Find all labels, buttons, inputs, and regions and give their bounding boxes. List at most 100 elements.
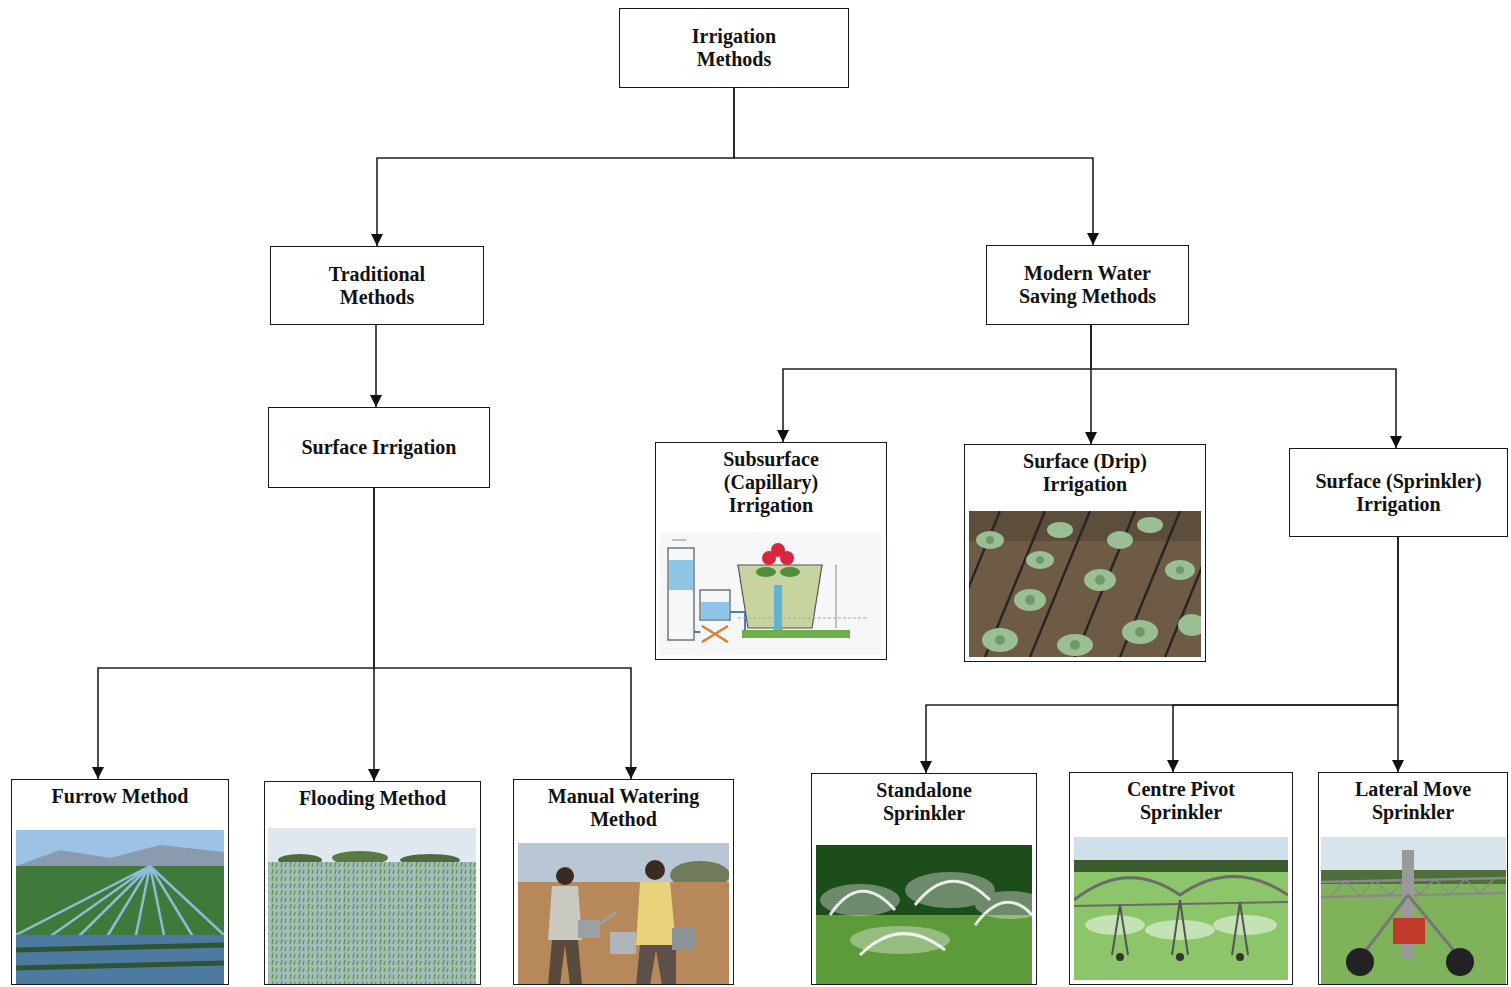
- drip-field-photo-part-part: [1084, 569, 1116, 591]
- drip-field-photo-part-part: [1137, 517, 1163, 533]
- furrow-field-photo-part: [16, 830, 224, 870]
- drip-field-photo-part-part: [1057, 634, 1093, 656]
- capillary-schematic-part: [668, 548, 694, 640]
- capillary-schematic-part: [701, 602, 729, 619]
- lateral-move-photo: [1321, 837, 1506, 985]
- node-label: Centre Pivot Sprinkler: [1101, 778, 1261, 824]
- manual-watering-photo-part: [672, 928, 696, 950]
- drip-field-photo-part: [969, 511, 1201, 657]
- manual-watering-photo-part: [548, 940, 582, 985]
- drip-field-photo-part-part: [1122, 620, 1158, 644]
- manual-watering-photo-part: [610, 932, 636, 954]
- drip-field-photo-part: [986, 536, 1184, 650]
- lateral-move-photo-part: [1446, 948, 1474, 976]
- hierarchy-arrow: [734, 88, 1093, 245]
- method-card: Furrow Method: [11, 779, 229, 985]
- drip-field-photo-part-part: [1014, 589, 1046, 611]
- node-label: Standalone Sprinkler: [844, 779, 1004, 825]
- capillary-schematic-part: [762, 551, 776, 565]
- node-label: Surface (Drip) Irrigation: [1000, 450, 1170, 496]
- manual-watering-photo-part: [600, 912, 616, 924]
- furrow-field-photo-part: [16, 866, 224, 940]
- drip-field-photo-part-part: [1070, 640, 1080, 650]
- centre-pivot-photo-part: [1176, 953, 1184, 961]
- capillary-schematic: [660, 533, 882, 655]
- category-box: Traditional Methods: [270, 246, 484, 325]
- drip-field-photo-part-part: [1165, 560, 1195, 580]
- flooding-field-photo: [268, 828, 476, 985]
- capillary-schematic-part: [672, 540, 686, 541]
- drip-field-photo-part-part: [1047, 522, 1073, 538]
- drip-field-photo-part-part: [1036, 556, 1044, 564]
- centre-pivot-photo-part: [1116, 953, 1124, 961]
- furrow-field-photo-part: [16, 945, 224, 968]
- node-label: Modern Water Saving Methods: [1008, 262, 1168, 308]
- drip-field-photo-part: [976, 517, 1201, 656]
- centre-pivot-photo-part: [1074, 877, 1288, 901]
- node-label: Manual Watering Method: [534, 785, 714, 831]
- node-label: Irrigation Methods: [669, 25, 799, 71]
- centre-pivot-photo-part-part: [1145, 920, 1215, 940]
- lateral-move-photo-part: [1360, 895, 1460, 958]
- lateral-move-photo-part: [1393, 918, 1425, 944]
- capillary-schematic-part: [702, 626, 728, 642]
- standalone-sprinkler-photo: [816, 845, 1032, 985]
- centre-pivot-photo-part: [1236, 953, 1244, 961]
- manual-watering-photo-part: [548, 886, 582, 940]
- drip-field-photo-part-part: [982, 628, 1018, 652]
- manual-watering-photo-part: [636, 945, 676, 985]
- manual-watering-photo-part: [518, 882, 729, 985]
- capillary-schematic-part: [780, 567, 800, 577]
- category-box: Irrigation Methods: [619, 8, 849, 88]
- centre-pivot-photo-part: [1112, 900, 1248, 955]
- node-label: Surface Irrigation: [302, 436, 457, 459]
- standalone-sprinkler-photo-part: [816, 915, 1032, 985]
- standalone-sprinkler-photo-part: [830, 881, 1032, 955]
- drip-field-photo-part-part: [1095, 575, 1105, 585]
- hierarchy-arrow: [375, 325, 377, 407]
- method-card: Centre Pivot Sprinkler: [1069, 772, 1293, 985]
- capillary-schematic-part: [780, 551, 794, 565]
- node-label: Surface (Sprinkler) Irrigation: [1299, 470, 1499, 516]
- capillary-schematic-part: [774, 585, 782, 631]
- manual-watering-photo-part: [518, 843, 729, 888]
- hierarchy-arrow: [1091, 325, 1396, 448]
- capillary-schematic-part: [660, 533, 882, 655]
- method-card: Flooding Method: [264, 781, 481, 985]
- hierarchy-arrow: [98, 488, 374, 779]
- manual-watering-photo-part: [556, 867, 574, 885]
- drip-field-photo-part-part: [1135, 627, 1145, 637]
- furrow-field-photo-part: [16, 866, 224, 940]
- centre-pivot-photo-part: [1085, 915, 1277, 940]
- node-label: Traditional Methods: [312, 263, 442, 309]
- hierarchy-arrow: [1173, 537, 1398, 772]
- flooding-field-photo-part: [268, 862, 476, 985]
- capillary-schematic-part: [836, 565, 837, 628]
- hierarchy-arrow: [783, 325, 1091, 442]
- category-box: Surface (Sprinkler) Irrigation: [1289, 448, 1508, 537]
- drip-field-photo-part-part: [1026, 551, 1054, 569]
- node-label: Lateral Move Sprinkler: [1333, 778, 1493, 824]
- node-label: Flooding Method: [273, 787, 473, 810]
- manual-watering-photo: [518, 843, 729, 985]
- drip-field-photo-part-part: [986, 536, 994, 544]
- capillary-schematic-part: [700, 590, 730, 620]
- drip-field-photo-part-part: [995, 635, 1005, 645]
- manual-watering-photo-part: [636, 882, 676, 945]
- hierarchy-arrow: [1397, 537, 1399, 772]
- manual-watering-photo-part: [578, 920, 600, 938]
- method-card: Standalone Sprinkler: [811, 773, 1037, 985]
- connector-group: [98, 88, 1398, 781]
- hierarchy-arrow: [374, 488, 631, 779]
- method-card: Subsurface (Capillary) Irrigation: [655, 442, 887, 660]
- lateral-move-photo-part: [1346, 948, 1374, 976]
- category-box: Modern Water Saving Methods: [986, 245, 1189, 325]
- drip-field-photo-part-part: [976, 531, 1004, 549]
- drip-field-photo-part-part: [1025, 595, 1035, 605]
- drip-field-photo-part-part: [1176, 566, 1184, 574]
- node-label: Furrow Method: [20, 785, 220, 808]
- centre-pivot-photo: [1074, 837, 1288, 980]
